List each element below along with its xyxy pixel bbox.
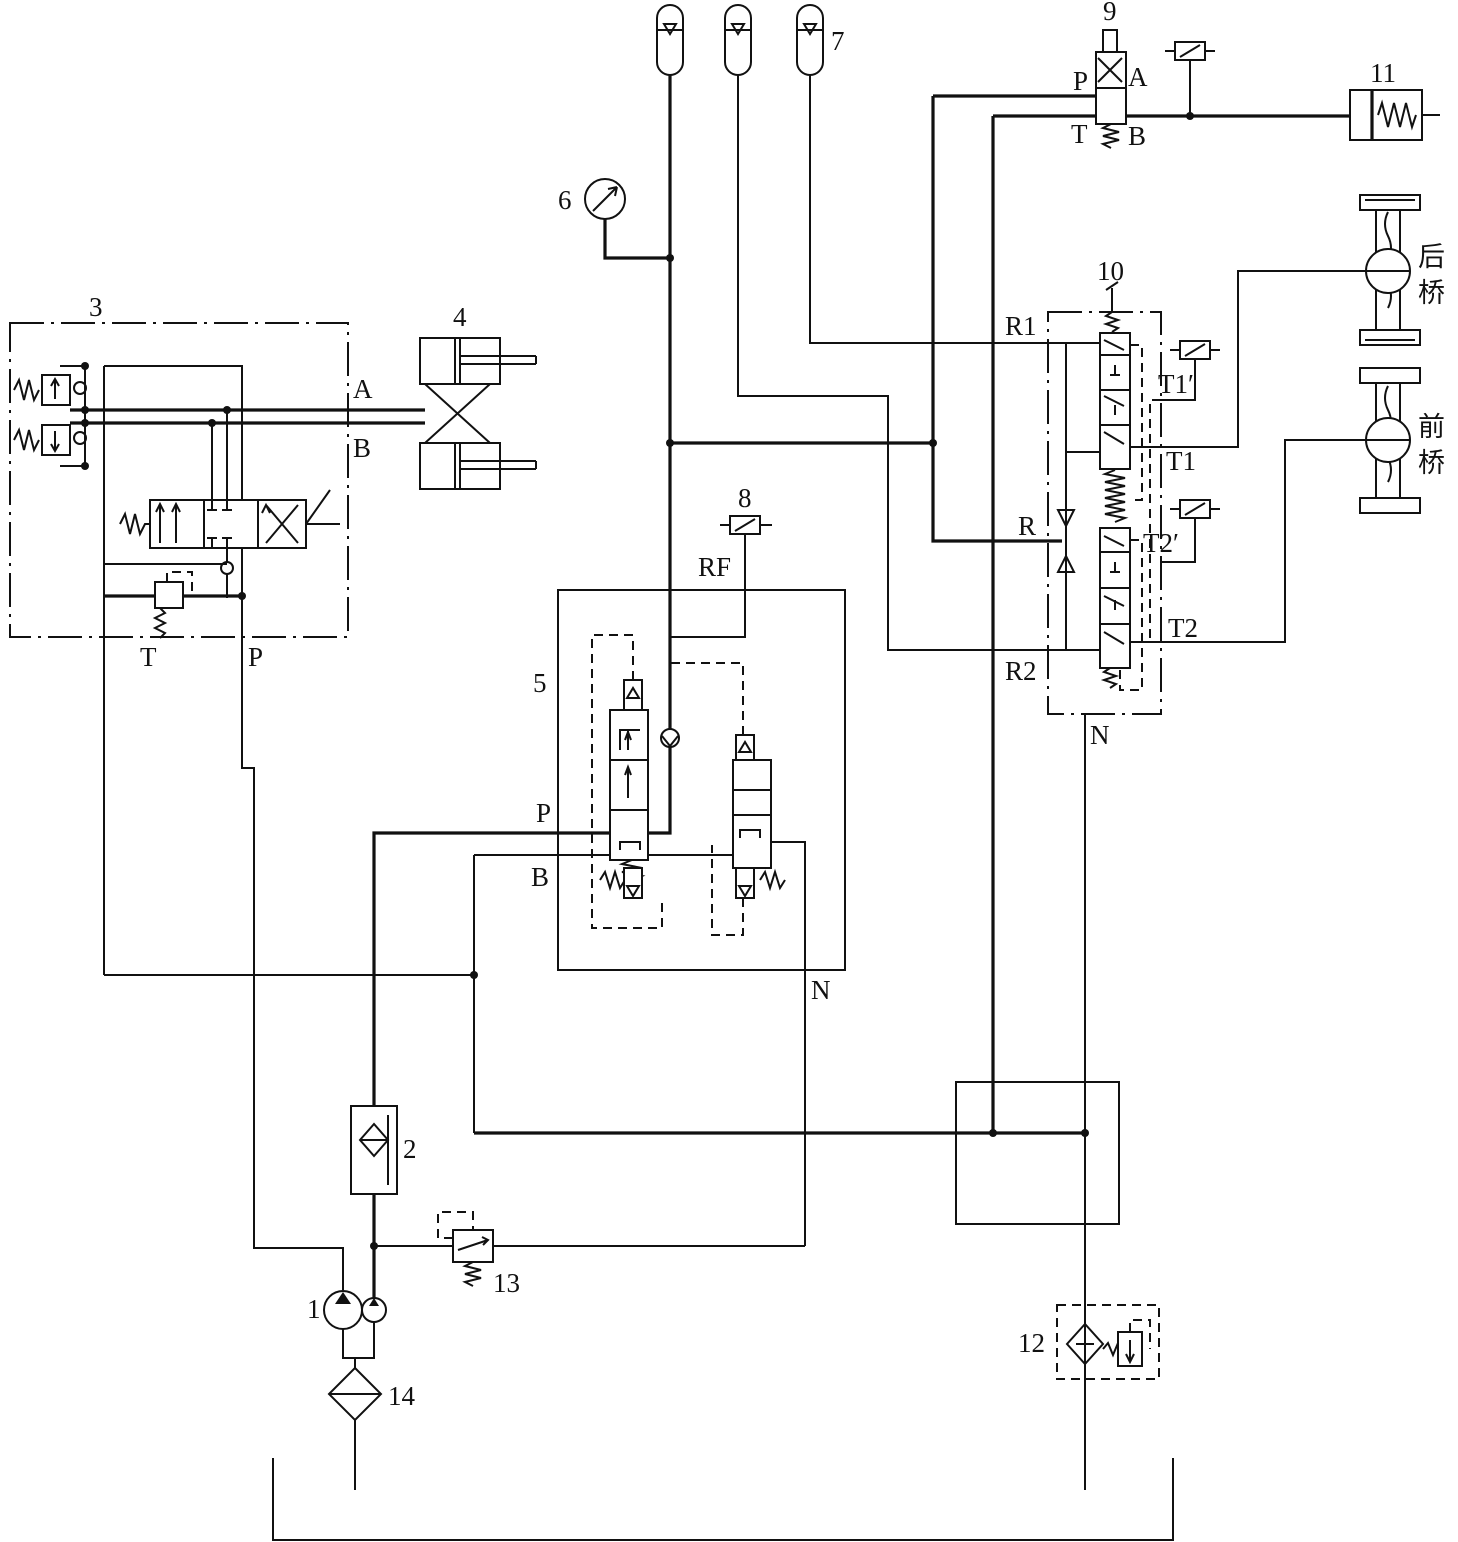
port-3-A: A: [353, 374, 373, 404]
component-number-labels: 1 2 3 4 5 6 7 8 9 10 11 12 13 14: [89, 0, 1396, 1411]
accumulator-3: [796, 4, 824, 76]
label-8: 8: [738, 483, 752, 513]
pressure-switch-9: [1165, 41, 1215, 116]
spring-3-return: [119, 511, 150, 537]
rear-axle-brake: [1359, 194, 1421, 346]
label-3: 3: [89, 292, 103, 322]
accumulator-2-line: [737, 75, 1104, 651]
valve-block-3-boundary: [9, 322, 349, 638]
port-9-A: A: [1128, 62, 1148, 92]
label-4: 4: [453, 302, 467, 332]
valve-10-lower: [1099, 527, 1131, 669]
label-5: 5: [533, 668, 547, 698]
label-11: 11: [1370, 58, 1396, 88]
cross-connection-4: [424, 383, 491, 444]
line-T1-rear: [1126, 270, 1366, 448]
spring-3b: [13, 427, 40, 453]
pressure-gauge-6: [584, 178, 674, 262]
port-10-R: R: [1018, 511, 1036, 541]
port-9-B: B: [1128, 121, 1146, 151]
shuttle-check-R: [1056, 509, 1076, 573]
cooler-block: [955, 1081, 1120, 1225]
accumulators-7: [656, 4, 824, 76]
line-R: [931, 96, 1062, 543]
port-10-N: N: [1090, 720, 1110, 750]
component-10-brake-valve: [1047, 281, 1162, 1490]
label-9: 9: [1103, 0, 1117, 26]
port-10-R2: R2: [1005, 656, 1037, 686]
port-3-P: P: [248, 642, 263, 672]
return-filter-12: [1056, 1304, 1160, 1380]
component-4-steering-cylinders: [419, 337, 537, 490]
pressure-switch-8: [720, 515, 772, 535]
front-axle-brake: [1359, 367, 1421, 514]
spring-3a: [13, 377, 40, 403]
port-10-T2p: T2′: [1143, 528, 1179, 558]
relief-valve-13: [437, 1211, 494, 1287]
label-13: 13: [493, 1268, 520, 1298]
line-RF: [670, 524, 746, 638]
port-5-B: B: [531, 862, 549, 892]
rear-axle-label-2: 桥: [1418, 278, 1445, 309]
main-pressure-line: [372, 75, 672, 1310]
port-5-N: N: [811, 975, 831, 1005]
pump-1: [323, 1290, 387, 1359]
line-T2-front: [1126, 439, 1366, 643]
front-axle-label-1: 前: [1418, 412, 1445, 443]
label-6: 6: [558, 185, 572, 215]
front-axle-label-2: 桥: [1418, 448, 1445, 479]
filter-2: [350, 1105, 398, 1195]
port-10-T1p: T1′: [1158, 369, 1194, 399]
accumulator-2: [724, 4, 752, 76]
rear-axle-label-1: 后: [1418, 242, 1445, 273]
spring-10-mid: [1101, 469, 1129, 523]
port-10-R1: R1: [1005, 311, 1037, 341]
label-1: 1: [307, 1294, 321, 1324]
label-2: 2: [403, 1134, 417, 1164]
port-3-T: T: [140, 642, 157, 672]
valve-block-5-boundary: [557, 589, 846, 971]
component-11-parking-brake: [1349, 89, 1440, 141]
port-10-T2: T2: [1168, 613, 1198, 643]
port-5-P: P: [536, 798, 551, 828]
port-10-T1: T1: [1166, 446, 1196, 476]
line-5-B: [473, 854, 610, 1133]
pressure-switch-10-lower: [1161, 499, 1220, 563]
accumulator-1: [656, 4, 684, 76]
accumulator-3-line: [809, 75, 1104, 344]
suction-filter-14: [327, 1358, 383, 1490]
port-5-RF: RF: [698, 552, 731, 582]
label-7: 7: [831, 26, 845, 56]
port-9-T: T: [1071, 119, 1088, 149]
axle-labels: 后 桥 前 桥: [1418, 242, 1445, 479]
pedal-10: [1105, 281, 1119, 312]
label-14: 14: [388, 1381, 416, 1411]
port-labels: A B T P RF P B N P A T B R1 R R2 T1′ T1 …: [140, 62, 1198, 1005]
line-3-P: [241, 598, 344, 1290]
pressure-switch-10-upper: [1161, 340, 1220, 401]
relief-valve-3: [154, 581, 184, 609]
line-5-N: [771, 841, 806, 1246]
port-9-P: P: [1073, 66, 1088, 96]
label-12: 12: [1018, 1328, 1045, 1358]
label-10: 10: [1097, 256, 1124, 286]
reservoir: [272, 1458, 1174, 1541]
valve-block-10-boundary: [1047, 311, 1162, 715]
component-9-solenoid-valve: [1095, 29, 1127, 149]
port-3-B: B: [353, 433, 371, 463]
component-3-steering-valve: [9, 322, 425, 975]
lever-3: [305, 489, 340, 525]
component-5-charging-valve: [473, 524, 846, 1246]
